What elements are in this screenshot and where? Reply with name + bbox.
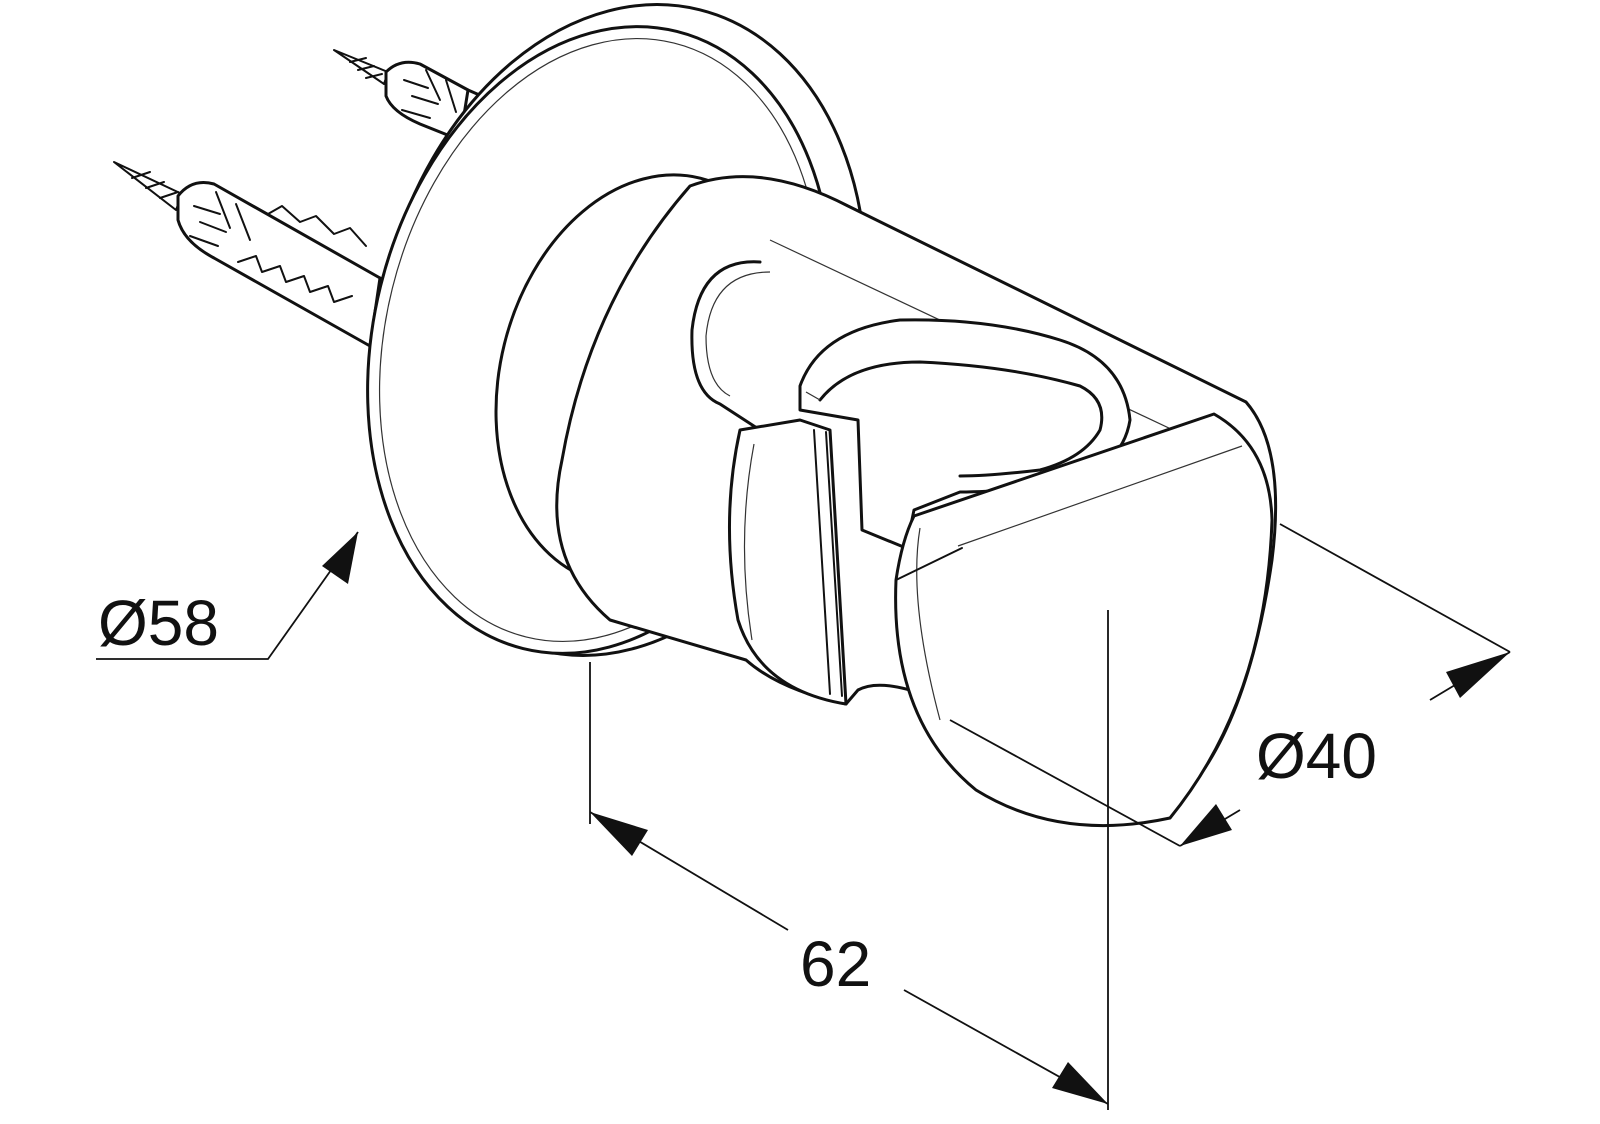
dimension-diameter-58: Ø58 — [96, 531, 359, 660]
dimension-label-40: Ø40 — [1256, 720, 1377, 792]
dimension-depth-62: 62 — [589, 610, 1109, 1110]
holder-body — [494, 173, 1278, 828]
dimension-label-58: Ø58 — [98, 587, 219, 659]
dimension-diameter-40: Ø40 — [949, 523, 1511, 847]
lower-screw-and-plug — [113, 161, 400, 354]
dimension-label-62: 62 — [800, 928, 871, 1000]
